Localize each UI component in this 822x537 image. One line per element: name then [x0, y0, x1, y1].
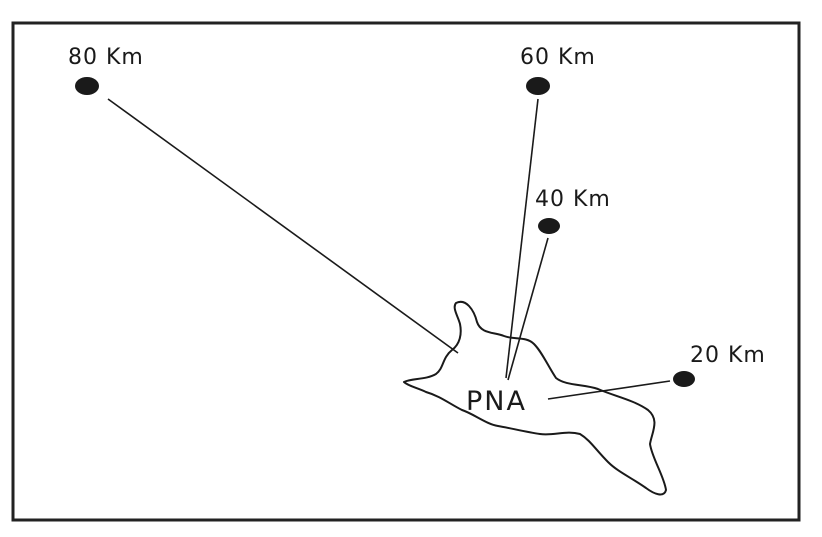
site-dot-80km	[75, 77, 99, 95]
site-dot-20km	[673, 371, 695, 387]
link-line-80km	[107, 98, 459, 354]
site-label-60km: 60 Km	[520, 45, 596, 70]
link-line-20km	[547, 380, 671, 400]
site-label-80km: 80 Km	[68, 45, 144, 70]
link-line-60km	[505, 98, 539, 379]
protected-area-label: PNA	[466, 386, 527, 417]
protected-area-outline	[403, 300, 667, 496]
link-line-40km	[507, 237, 549, 381]
site-dot-40km	[538, 218, 560, 234]
site-label-40km: 40 Km	[535, 187, 611, 212]
site-dot-60km	[526, 77, 550, 95]
site-label-20km: 20 Km	[690, 343, 766, 368]
diagram-frame	[11, 21, 801, 522]
